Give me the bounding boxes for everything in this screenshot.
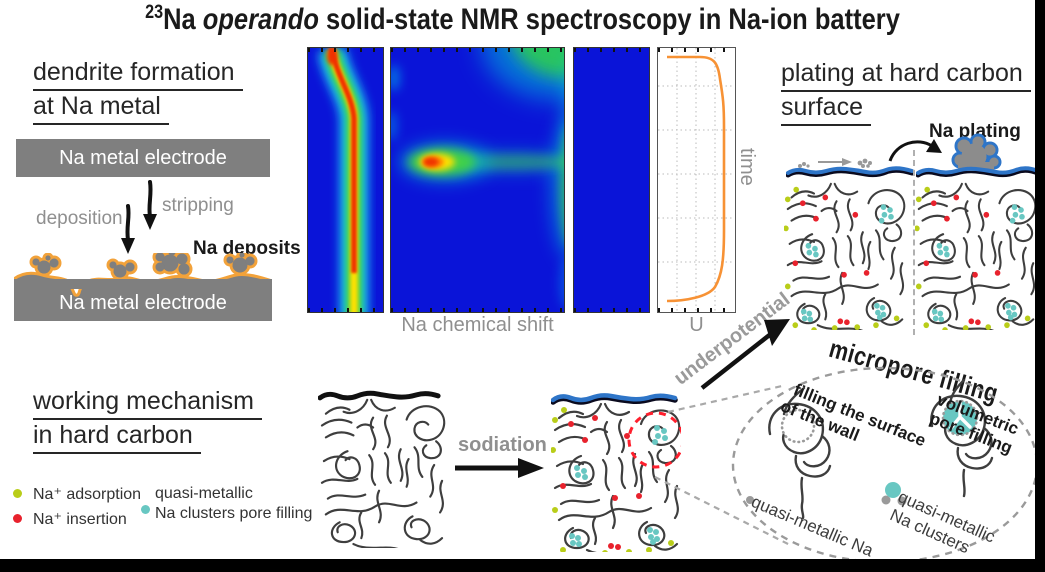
voltage-axis-label: U [689,314,704,336]
sodiation-arrow [455,458,544,478]
sodiation-label: sodiation [458,434,547,456]
insertion-label: Na⁺ insertion [33,511,127,528]
pore-volumetric-filling-diagram [930,378,994,498]
hard-carbon-plated-right [915,182,1037,330]
hc-surface-left [786,158,914,178]
clusters-legend-label: quasi-metallic Na clusters pore filling [155,485,313,522]
adsorption-label: Na⁺ adsorption [33,486,142,503]
pore-surface-filling-diagram [768,386,832,520]
hard-carbon-pristine [318,390,446,548]
bottom-border [0,559,1045,572]
voltage-time-plot [657,47,736,313]
hc-surface-right [916,133,1040,178]
deposition-stripping-arrows [121,180,157,254]
na-metal-electrode-bar: Na metal electrode [16,139,270,177]
plating-divider [913,150,915,335]
page-title: 23Na operando solid-state NMR spectrosco… [145,2,900,36]
hard-carbon-sodiated [551,393,681,552]
na-plating-label: Na plating [929,121,1021,142]
nmr-heatmap-right [573,47,650,313]
zoom-connector-lines [654,384,791,546]
qm-clusters-icon [881,482,907,506]
na-metal-electrode-label2: Na metal electrode [59,292,227,314]
insertion-dot-icon [13,514,22,523]
time-axis-label: time [736,148,758,186]
adsorption-dot-icon [13,489,22,498]
nmr-heatmap-main [390,47,565,313]
underpotential-arrow [700,319,790,390]
clusters-dot-icon [141,505,150,514]
right-border [1035,0,1045,572]
na-chemical-shift-label: Na chemical shift [401,314,554,336]
deposition-label: deposition [36,208,123,229]
working-heading: working mechanism in hard carbon [33,386,262,454]
na-deposits-label: Na deposits [193,238,301,259]
title-isotope-sup: 23 [145,2,164,23]
na-metal-electrode-dendrites [14,253,272,321]
plating-heading: plating at hard carbon surface [781,58,1031,126]
qm-na-dot-icon [746,496,754,504]
dendrite-heading: dendrite formation at Na metal [33,57,243,125]
stripping-label: stripping [162,195,234,216]
hard-carbon-plated-left [784,182,906,330]
na-plating-arrow [888,139,942,162]
nmr-heatmap-left [307,47,384,313]
